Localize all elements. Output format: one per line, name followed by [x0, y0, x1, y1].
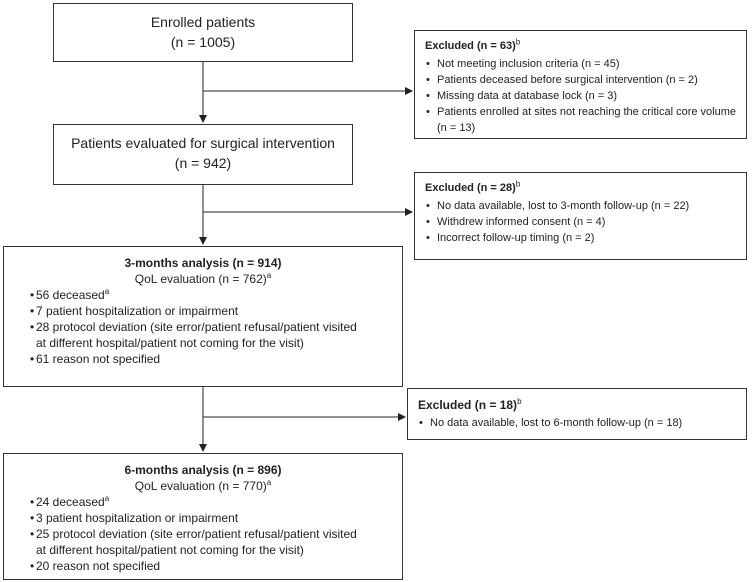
node-enrolled: Enrolled patients (n = 1005): [53, 3, 353, 62]
node-enrolled-title: Enrolled patients: [150, 14, 256, 30]
node-evaluated-title: Patients evaluated for surgical interven…: [71, 135, 335, 151]
exclusion-item: Missing data at database lock (n = 3): [425, 88, 740, 104]
node-6month-title: 6-months analysis (n = 896): [124, 463, 282, 477]
node-6month-analysis: 6-months analysis (n = 896) QoL evaluati…: [3, 453, 403, 580]
reason-item: 3 patient hospitalization or impairment: [30, 510, 394, 526]
exclusion-item: Not meeting inclusion criteria (n = 45): [425, 56, 740, 72]
exclusion-2-heading: Excluded (n = 28)b: [425, 179, 521, 194]
exclusion-box-1: Excluded (n = 63)b Not meeting inclusion…: [414, 30, 747, 139]
exclusion-box-2: Excluded (n = 28)b No data available, lo…: [414, 172, 747, 260]
reason-item: 7 patient hospitalization or impairment: [30, 303, 394, 319]
exclusion-item: No data available, lost to 6-month follo…: [418, 415, 740, 431]
node-3month-qol: QoL evaluation (n = 762)a: [134, 271, 272, 287]
exclusion-item: No data available, lost to 3-month follo…: [425, 198, 740, 214]
reason-item: 25 protocol deviation (site error/patien…: [30, 526, 394, 542]
node-evaluated-count: (n = 942): [174, 155, 232, 171]
exclusion-item: Withdrew informed consent (n = 4): [425, 214, 740, 230]
node-3month-title: 3-months analysis (n = 914): [124, 256, 282, 270]
node-6month-reasons: 24 deceaseda3 patient hospitalization or…: [30, 494, 394, 574]
exclusion-3-reasons: No data available, lost to 6-month follo…: [418, 415, 740, 431]
reason-item: at different hospital/patient not coming…: [36, 543, 304, 557]
node-evaluated: Patients evaluated for surgical interven…: [53, 124, 353, 185]
node-3month-analysis: 3-months analysis (n = 914) QoL evaluati…: [3, 246, 403, 387]
node-enrolled-count: (n = 1005): [170, 34, 236, 50]
node-3month-reasons: 56 deceaseda7 patient hospitalization or…: [30, 287, 394, 367]
exclusion-1-reasons: Not meeting inclusion criteria (n = 45)P…: [425, 56, 740, 136]
exclusion-item: Incorrect follow-up timing (n = 2): [425, 230, 740, 246]
reason-item: 56 deceaseda: [30, 287, 394, 303]
reason-item: at different hospital/patient not coming…: [36, 336, 304, 350]
exclusion-item: Patients deceased before surgical interv…: [425, 72, 740, 88]
node-6month-qol: QoL evaluation (n = 770)a: [134, 478, 272, 494]
exclusion-box-3: Excluded (n = 18)b No data available, lo…: [407, 388, 747, 440]
reason-item: 24 deceaseda: [30, 494, 394, 510]
exclusion-3-heading: Excluded (n = 18)b: [418, 397, 522, 413]
exclusion-1-heading: Excluded (n = 63)b: [425, 37, 521, 52]
reason-item: 61 reason not specified: [30, 351, 394, 367]
reason-item: 20 reason not specified: [30, 558, 394, 574]
exclusion-item: Patients enrolled at sites not reaching …: [425, 104, 740, 136]
reason-item: 28 protocol deviation (site error/patien…: [30, 319, 394, 335]
exclusion-2-reasons: No data available, lost to 3-month follo…: [425, 198, 740, 246]
